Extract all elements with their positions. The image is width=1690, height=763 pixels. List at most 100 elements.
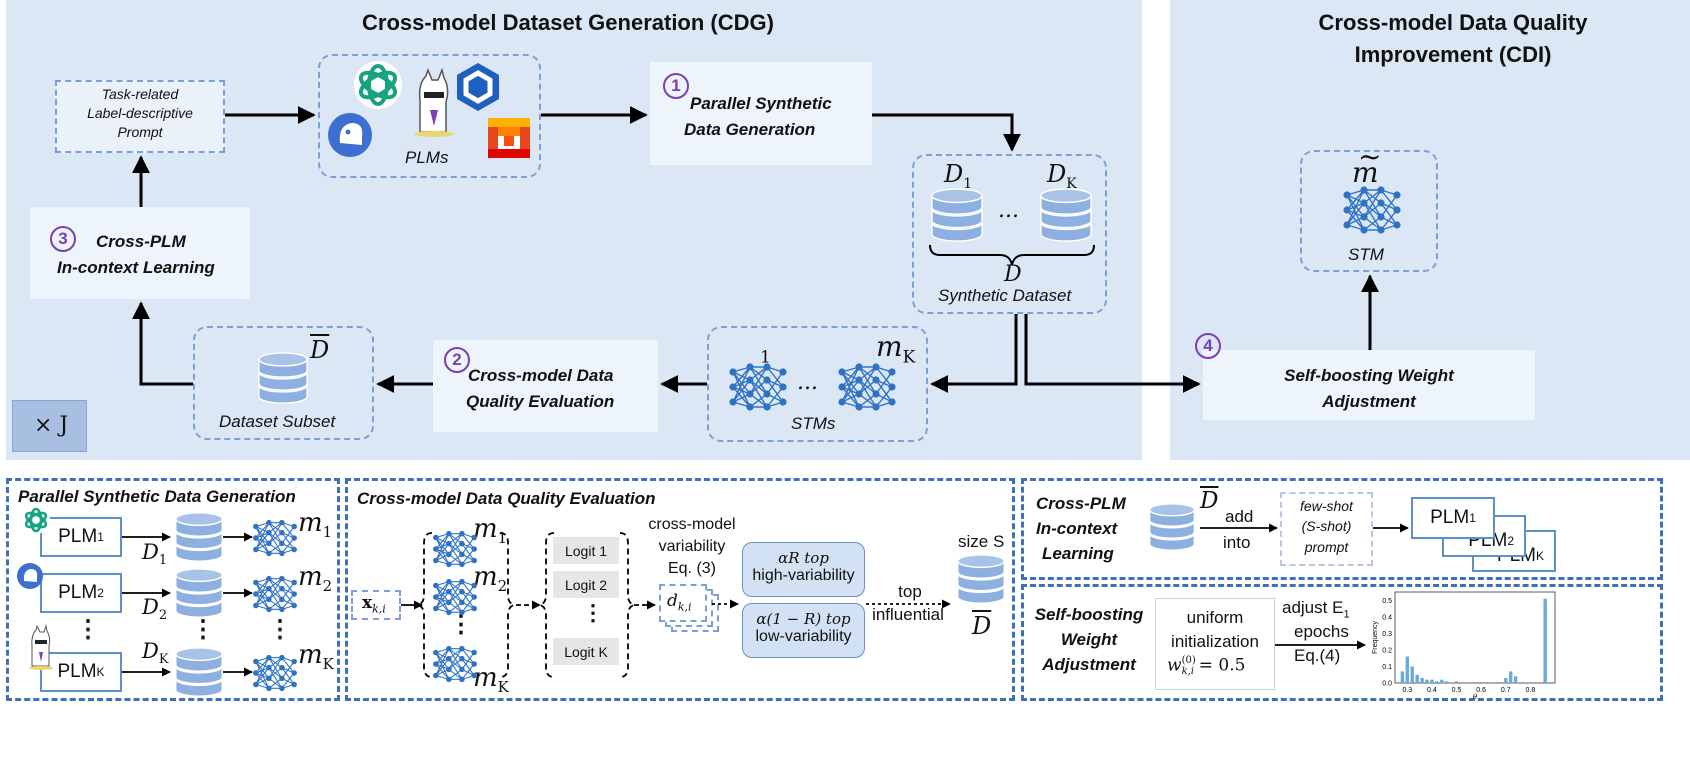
psdg-plm2-label: PLM — [58, 582, 98, 603]
cdqe-mk-network-icon — [432, 645, 478, 683]
histogram-bar — [1415, 674, 1419, 683]
synthetic-dk-label: DK — [1047, 160, 1077, 192]
fewshot-line1: few-shot — [1300, 498, 1353, 514]
psdg-m2-network-icon — [252, 575, 298, 613]
uniform-box — [1155, 598, 1275, 690]
stm-m-tilde-label-tilde: ~ — [1358, 140, 1382, 173]
repeat-label: × J — [34, 413, 69, 438]
cdqe-title: Cross-model Data Quality Evaluation — [357, 489, 656, 508]
top-label: top — [898, 582, 922, 601]
prompt-line3: Prompt — [117, 124, 163, 140]
histogram-ytick: 0.4 — [1382, 614, 1392, 621]
cpicl-plm2-sub: 2 — [1507, 534, 1514, 548]
mistral-logo-icon — [488, 118, 530, 158]
cdi-stm-network-icon — [1342, 185, 1402, 235]
histogram-ytick: 0.2 — [1382, 647, 1392, 654]
init-label: initialization — [1171, 632, 1259, 651]
histogram-bar — [1430, 679, 1434, 683]
w-letter: w — [1167, 655, 1182, 676]
w-init: w(0)k,i = 0.5 — [1167, 655, 1245, 677]
histogram-xtick: 0.6 — [1476, 687, 1486, 694]
cdqe-models-brace-right — [499, 532, 517, 678]
psdg-m2: m2 — [298, 562, 332, 595]
histogram-bar — [1405, 656, 1410, 683]
fewshot-line3: prompt — [1304, 539, 1349, 555]
plms-box — [318, 54, 541, 178]
sbwa-title-1: Self-boosting — [1034, 605, 1144, 624]
adjust-sub: 1 — [1343, 608, 1350, 621]
psdg-plmk-sub: K — [96, 665, 105, 679]
psdg-title: Parallel Synthetic Data Generation — [18, 487, 296, 506]
cpicl-plm1-sub: 1 — [1469, 511, 1476, 525]
synthetic-label: Synthetic Dataset — [938, 286, 1072, 305]
adjust-label: adjust E1 — [1282, 598, 1350, 620]
cpicl-plmk-sub: K — [1535, 549, 1544, 563]
histogram-ytick: 0.3 — [1382, 631, 1392, 638]
step3-badge: 3 — [50, 226, 76, 252]
w-sup: (0) — [1181, 655, 1196, 666]
psdg-plmk-label: PLM — [57, 661, 97, 682]
fewshot-box — [1280, 492, 1373, 566]
stms-box — [707, 326, 928, 442]
dataset-subset-box — [193, 326, 374, 440]
stms-label: STMs — [791, 414, 836, 433]
psdg-mk-network-icon — [252, 654, 298, 692]
cdqe-m1-letter: m — [473, 514, 498, 544]
logit-vdots: ⋮ — [582, 600, 604, 625]
cpicl-plm1-label: PLM — [1430, 507, 1470, 528]
w-sub: k,i — [1181, 666, 1194, 677]
low-variability-box: α(1 − R) top low-variability — [742, 603, 865, 658]
influential-label: influential — [872, 605, 944, 624]
cdqe-mk-letter: m — [473, 663, 498, 693]
subset-dhat-label: D — [310, 336, 330, 364]
cdqe-dki-letter: d — [667, 591, 678, 611]
psdg-db2-icon — [175, 568, 223, 618]
cpicl-title-1: Cross-PLM — [1036, 494, 1126, 513]
step4-badge: 4 — [1195, 333, 1221, 359]
cdqe-dki: dk,i — [667, 591, 692, 613]
size-label: size S — [958, 532, 1005, 551]
histogram-bar — [1440, 679, 1444, 683]
subset-label: Dataset Subset — [219, 412, 336, 431]
cdqe-m1: m1 — [473, 514, 507, 547]
plms-label: PLMs — [405, 148, 449, 167]
stms-ellipsis: ... — [797, 370, 818, 395]
cpicl-into: into — [1223, 533, 1251, 552]
histogram-bar — [1504, 678, 1508, 683]
psdg-m1: m1 — [298, 508, 332, 541]
histogram-xtick: 0.4 — [1427, 687, 1437, 694]
psdg-d1-sub: 1 — [158, 553, 168, 569]
cdqe-m1-network-icon — [432, 530, 478, 568]
w-val: = 0.5 — [1198, 655, 1246, 676]
dki-stack-front — [659, 584, 707, 622]
llama-logo-icon — [414, 67, 454, 137]
psdg-mk: mK — [298, 640, 334, 673]
prompt-box — [55, 80, 225, 153]
histogram-bar — [1454, 681, 1459, 683]
logit-2: Logit 2 — [553, 571, 619, 598]
synthetic-ellipsis: ... — [998, 198, 1019, 223]
psdg-vdots: ⋮ — [76, 616, 100, 643]
psdg-dk-letter: D — [142, 639, 159, 663]
psdg-m2-letter: m — [298, 562, 323, 592]
arrow-subset-step3 — [132, 301, 193, 386]
histogram-xlabel: θ — [1473, 693, 1478, 701]
cdqe-dki-sub: k,i — [677, 600, 692, 614]
subset-db-icon — [258, 352, 308, 404]
psdg-logo-llama-icon — [29, 624, 53, 670]
psdg-d2-letter: D — [142, 595, 159, 619]
openai-logo-icon — [354, 61, 402, 109]
variability-line2: variability — [658, 538, 726, 555]
histogram-xtick: 0.7 — [1501, 687, 1511, 694]
psdg-dk-sub: K — [158, 652, 169, 668]
psdg-mk-letter: m — [298, 640, 323, 670]
stm-box — [1300, 150, 1438, 272]
cdqe-panel — [345, 478, 1015, 701]
cdqe-logits-brace-right — [619, 532, 637, 678]
psdg-vdots-m: ⋮ — [268, 616, 292, 643]
step2-badge: 2 — [444, 347, 470, 373]
